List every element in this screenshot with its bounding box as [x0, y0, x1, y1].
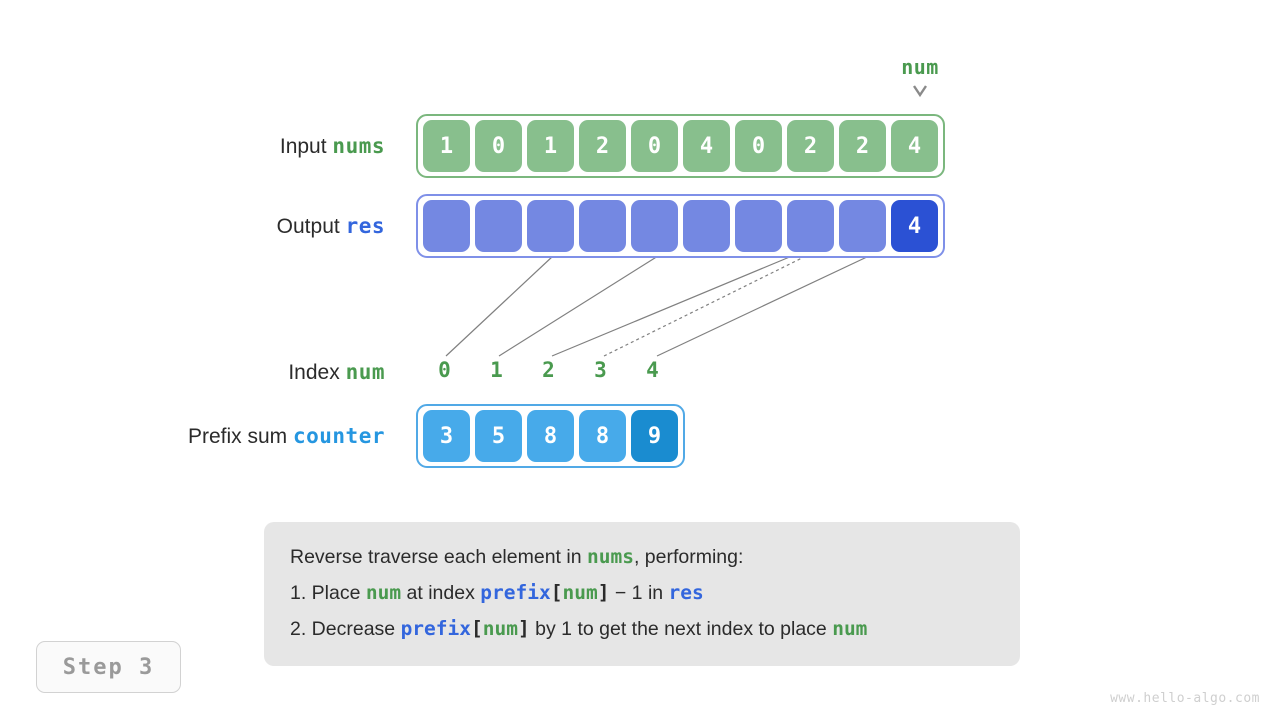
- num-pointer: num: [878, 54, 962, 98]
- caption-l3-text2: by 1 to get the next index to place: [529, 618, 833, 640]
- output-cell-9: 4: [891, 200, 938, 252]
- index-number-4: 4: [646, 358, 659, 382]
- index-number-3: 3: [594, 358, 607, 382]
- output-cell-4: [631, 200, 678, 252]
- caption-l2-code-num2: num: [562, 581, 598, 604]
- input-code-label: nums: [332, 134, 385, 158]
- caption-l2-code-res: res: [668, 581, 704, 604]
- index-number-0: 0: [438, 358, 451, 382]
- prefix-code-label: counter: [292, 424, 385, 448]
- output-row-label: Output res: [120, 213, 385, 240]
- caption-l3-code-num2: num: [832, 617, 868, 640]
- caption-l2-text3: − 1 in: [609, 582, 669, 604]
- input-row-label: Input nums: [120, 133, 385, 160]
- watermark: www.hello-algo.com: [1110, 691, 1260, 706]
- index-code-label: num: [345, 360, 385, 384]
- input-label-text: Input: [279, 135, 327, 158]
- output-cell-2: [527, 200, 574, 252]
- output-cell-5: [683, 200, 730, 252]
- prefix-cell-4: 9: [631, 410, 678, 462]
- caption-l2-text2: at index: [401, 582, 481, 604]
- output-label-text: Output: [276, 215, 340, 238]
- prefix-label-text: Prefix sum: [187, 425, 288, 448]
- caption-l3-code-num: num: [482, 617, 518, 640]
- connector-line-1: [498, 255, 659, 357]
- output-cell-7: [787, 200, 834, 252]
- caption-l1-text1: Reverse traverse each element in: [290, 546, 587, 568]
- input-cell-0: 1: [423, 120, 470, 172]
- input-cell-8: 2: [839, 120, 886, 172]
- caption-l2-code-prefix: prefix: [480, 581, 551, 604]
- prefix-cell-0: 3: [423, 410, 470, 462]
- caption-line-3: 2. Decrease prefix[num] by 1 to get the …: [290, 611, 994, 647]
- caption-line-2: 1. Place num at index prefix[num] − 1 in…: [290, 575, 994, 611]
- output-cell-6: [735, 200, 782, 252]
- caption-l3-code-prefix: prefix: [400, 617, 472, 640]
- caption-l3-text1: 2. Decrease: [290, 618, 401, 640]
- caption-line-1: Reverse traverse each element in nums, p…: [290, 539, 994, 575]
- index-number-1: 1: [490, 358, 503, 382]
- index-number-2: 2: [542, 358, 555, 382]
- caption-l2-text1: 1. Place: [290, 582, 366, 604]
- output-cell-0: [423, 200, 470, 252]
- caption-l2-code-num: num: [365, 581, 402, 604]
- connector-line-3: [603, 255, 807, 357]
- input-cell-7: 2: [787, 120, 834, 172]
- output-array: 4: [416, 194, 945, 258]
- connector-line-2: [551, 255, 793, 357]
- connector-line-4: [656, 255, 870, 357]
- index-number-row: 0 1 2 3 4: [421, 358, 676, 382]
- caption-l3-bracket-open: [: [471, 617, 483, 640]
- connector-line-0: [445, 255, 554, 357]
- output-code-label: res: [345, 214, 385, 238]
- prefix-row-label: Prefix sum counter: [100, 423, 385, 450]
- index-row-label: Index num: [120, 359, 385, 386]
- input-cell-2: 1: [527, 120, 574, 172]
- input-cell-9: 4: [891, 120, 938, 172]
- input-cell-4: 0: [631, 120, 678, 172]
- prefix-cell-3: 8: [579, 410, 626, 462]
- caption-l3-bracket-close: ]: [518, 617, 530, 640]
- caption-l1-code-nums: nums: [586, 545, 634, 568]
- prefix-cell-2: 8: [527, 410, 574, 462]
- index-label-text: Index: [288, 361, 340, 384]
- output-cell-3: [579, 200, 626, 252]
- step-badge: Step 3: [36, 641, 181, 693]
- caption-l1-text2: , performing:: [633, 546, 744, 568]
- caption-l2-bracket-close: ]: [597, 581, 610, 604]
- num-pointer-label: num: [901, 55, 939, 79]
- chevron-down-icon: [878, 84, 962, 98]
- caption-box: Reverse traverse each element in nums, p…: [264, 522, 1020, 666]
- input-cell-1: 0: [475, 120, 522, 172]
- input-cell-3: 2: [579, 120, 626, 172]
- output-cell-1: [475, 200, 522, 252]
- prefix-cell-1: 5: [475, 410, 522, 462]
- input-cell-6: 0: [735, 120, 782, 172]
- input-cell-5: 4: [683, 120, 730, 172]
- output-cell-8: [839, 200, 886, 252]
- caption-l2-bracket-open: [: [550, 581, 563, 604]
